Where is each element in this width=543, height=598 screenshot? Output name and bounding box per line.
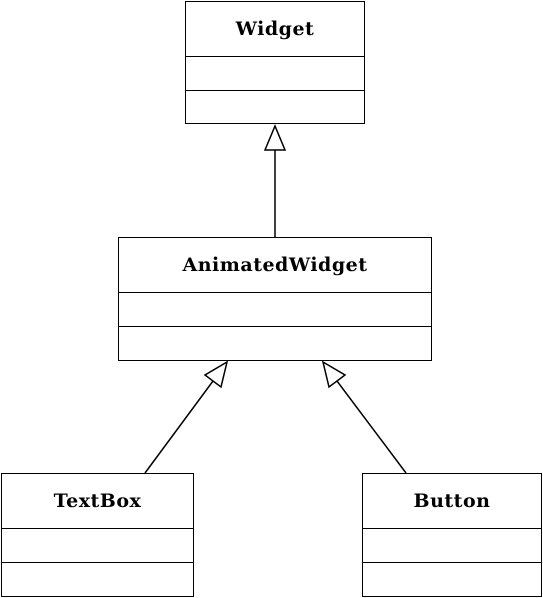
class-name-button: Button bbox=[363, 474, 541, 529]
generalization-arrowhead-textbox bbox=[203, 360, 229, 389]
attributes-compartment-textbox bbox=[2, 529, 193, 563]
class-textbox[interactable]: TextBox bbox=[1, 473, 194, 597]
class-animatedwidget[interactable]: AnimatedWidget bbox=[118, 237, 432, 361]
operations-compartment-textbox bbox=[2, 563, 193, 597]
class-name-textbox: TextBox bbox=[2, 474, 193, 529]
class-button[interactable]: Button bbox=[362, 473, 542, 597]
class-name-widget: Widget bbox=[186, 2, 364, 57]
operations-compartment-button bbox=[363, 563, 541, 597]
attributes-compartment-animatedwidget bbox=[119, 293, 431, 327]
attributes-compartment-button bbox=[363, 529, 541, 563]
generalization-line-textbox-animatedwidget bbox=[144, 380, 214, 474]
attributes-compartment-widget bbox=[186, 57, 364, 91]
operations-compartment-animatedwidget bbox=[119, 327, 431, 361]
generalization-arrowhead-widget bbox=[263, 124, 287, 151]
generalization-line-button-animatedwidget bbox=[336, 380, 407, 474]
operations-compartment-widget bbox=[186, 91, 364, 125]
class-widget[interactable]: Widget bbox=[185, 1, 365, 124]
class-name-animatedwidget: AnimatedWidget bbox=[119, 238, 431, 293]
generalization-arrowhead-button bbox=[321, 360, 347, 389]
